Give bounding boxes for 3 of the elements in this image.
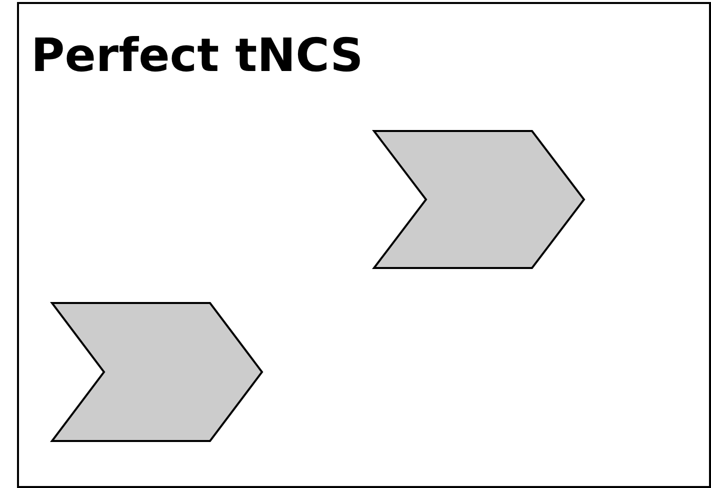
title: Perfect tNCS bbox=[31, 32, 364, 78]
chevron-shape bbox=[374, 131, 584, 268]
chevron-shape bbox=[52, 303, 262, 441]
